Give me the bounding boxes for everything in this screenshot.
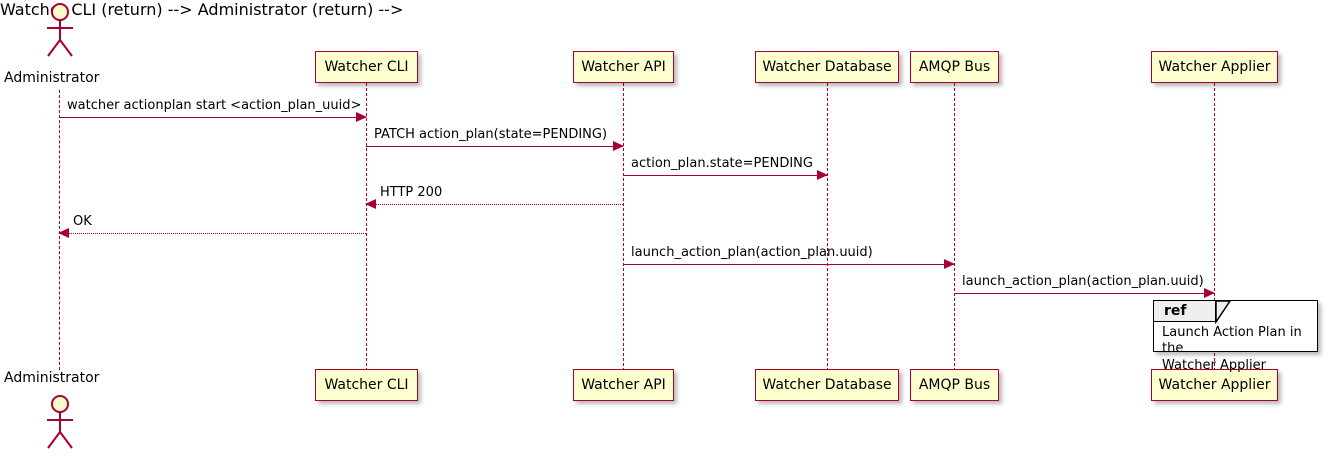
actor-administrator-bottom <box>47 395 73 449</box>
message-label: PATCH action_plan(state=PENDING) <box>374 126 608 142</box>
arrowhead-left-icon <box>365 199 376 209</box>
participant-watcher-cli-top[interactable]: Watcher CLI <box>315 51 418 83</box>
lifeline-watcher-applier <box>1214 83 1215 371</box>
participant-watcher-database-top[interactable]: Watcher Database <box>755 51 899 83</box>
actor-label-administrator-bottom: Administrator <box>4 370 100 386</box>
message-line <box>59 233 366 234</box>
message-label: watcher actionplan start <action_plan_uu… <box>67 97 362 113</box>
message-label: launch_action_plan(action_plan.uuid) <box>631 244 873 260</box>
message-line <box>954 293 1214 294</box>
message-label: OK <box>73 213 92 229</box>
ref-fragment-tab-notch-outline-icon <box>1215 301 1231 324</box>
actor-label-administrator-top: Administrator <box>4 70 100 86</box>
arrowhead-right-icon <box>613 141 624 151</box>
lifeline-watcher-database <box>827 83 828 371</box>
participant-watcher-api-top[interactable]: Watcher API <box>573 51 674 83</box>
message-line <box>59 117 366 118</box>
message-line <box>623 175 827 176</box>
message-label: HTTP 200 <box>380 184 443 200</box>
arrowhead-right-icon <box>817 170 828 180</box>
participant-watcher-applier-top[interactable]: Watcher Applier <box>1151 51 1278 83</box>
message-line <box>366 204 623 205</box>
participant-watcher-applier-bottom[interactable]: Watcher Applier <box>1151 369 1278 401</box>
participant-watcher-database-bottom[interactable]: Watcher Database <box>755 369 899 401</box>
message-line <box>366 146 623 147</box>
ref-fragment-tab: ref <box>1154 301 1216 322</box>
message-label: launch_action_plan(action_plan.uuid) <box>962 273 1204 289</box>
message-line <box>623 264 954 265</box>
participant-watcher-cli-bottom[interactable]: Watcher CLI <box>315 369 418 401</box>
ref-fragment: ref Launch Action Plan in the Watcher Ap… <box>1153 300 1318 373</box>
message-label: action_plan.state=PENDING <box>631 155 813 171</box>
ref-fragment-tab-label: ref <box>1164 303 1187 319</box>
actor-administrator-top <box>47 3 73 57</box>
lifeline-amqp-bus <box>954 83 955 371</box>
arrowhead-right-icon <box>944 259 955 269</box>
lifeline-watcher-api <box>623 83 624 371</box>
arrowhead-right-icon <box>356 112 367 122</box>
participant-amqp-bus-top[interactable]: AMQP Bus <box>910 51 999 83</box>
participant-amqp-bus-bottom[interactable]: AMQP Bus <box>910 369 999 401</box>
ref-fragment-body-text: Launch Action Plan in the Watcher Applie… <box>1162 325 1302 373</box>
participant-watcher-api-bottom[interactable]: Watcher API <box>573 369 674 401</box>
lifeline-watcher-cli <box>366 83 367 371</box>
arrowhead-left-icon <box>58 228 69 238</box>
arrowhead-right-icon <box>1204 288 1215 298</box>
